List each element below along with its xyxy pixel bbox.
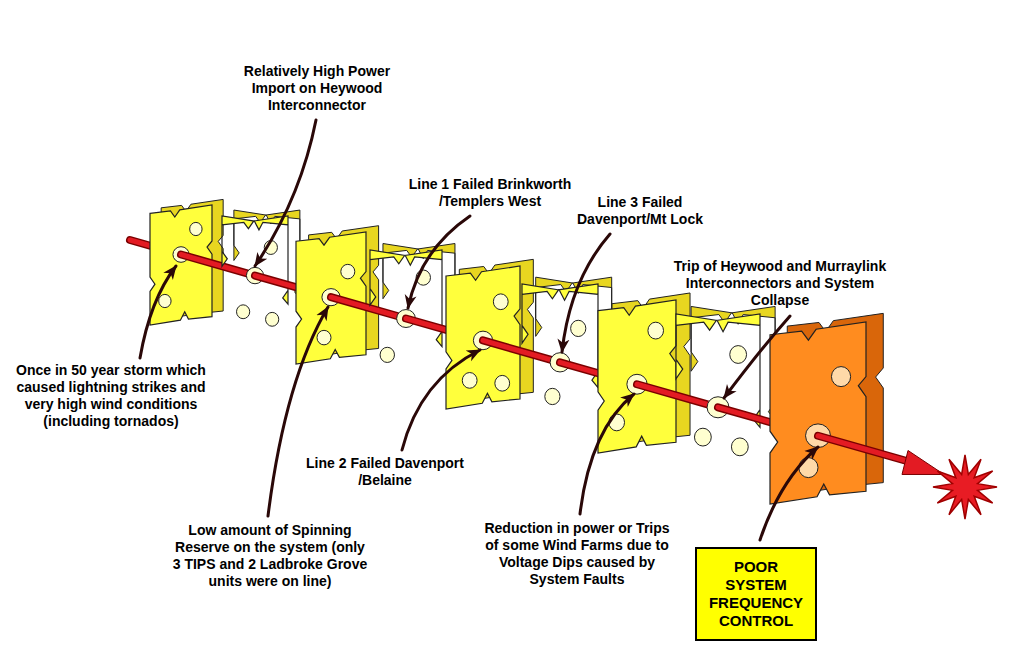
failure-rod <box>818 436 912 463</box>
failure-rod <box>637 384 718 407</box>
leader-arrow <box>562 234 610 352</box>
leader-arrow <box>140 266 176 358</box>
cheese-hole <box>545 388 560 404</box>
highlight-box: POOR SYSTEM FREQUENCY CONTROL <box>695 547 817 641</box>
leader-arrow <box>580 394 634 514</box>
failure-rod <box>331 297 406 318</box>
leader-arrow <box>268 307 328 516</box>
rod-edge <box>637 384 718 407</box>
cheese-slice <box>370 250 442 347</box>
rod-edge <box>331 297 406 318</box>
callout-label: Relatively High Power Import on Heywood … <box>227 63 407 114</box>
failure-rod <box>181 255 255 276</box>
leader-arrow <box>760 447 818 540</box>
callout-label: Once in 50 year storm which caused light… <box>5 362 217 430</box>
starburst <box>933 455 997 519</box>
cheese-hole <box>237 305 250 319</box>
cheese-slice <box>598 300 676 453</box>
cheese-hole <box>694 428 711 446</box>
leader-arrow <box>724 316 790 398</box>
callout-label: Low amount of Spinning Reserve on the sy… <box>170 522 370 590</box>
leader-arrows <box>140 120 818 540</box>
cheese-hole <box>571 320 586 336</box>
rod-edge <box>181 255 255 276</box>
leader-arrow <box>255 120 316 266</box>
cheese-hole <box>495 375 510 391</box>
cheese-hole <box>831 367 850 387</box>
box-text: POOR SYSTEM FREQUENCY CONTROL <box>706 558 806 630</box>
slice-side <box>691 306 775 419</box>
leader-arrow <box>402 350 480 450</box>
cheese-hole <box>380 347 394 362</box>
callout-label: Line 3 Failed Davenport/Mt Lock <box>555 194 725 228</box>
cheese-hole <box>266 312 279 326</box>
cheese-hole <box>731 438 748 456</box>
cheese-slice <box>150 205 212 325</box>
cheese-hole <box>190 222 202 235</box>
callout-label: Reduction in power or Trips of some Wind… <box>482 520 672 588</box>
cheese-hole <box>799 458 818 478</box>
cheese-hole <box>462 373 477 389</box>
callout-label: Line 2 Failed Davenport /Belaine <box>303 455 468 489</box>
callout-label: Trip of Heywood and Murraylink Interconn… <box>660 258 900 309</box>
cheese-slices <box>130 199 944 504</box>
cheese-hole <box>159 294 171 307</box>
leader-arrow <box>408 216 470 308</box>
cheese-hole <box>341 264 355 279</box>
cheese-hole <box>317 330 331 345</box>
failure-burst <box>933 455 997 519</box>
callout-label: Line 1 Failed Brinkworth /Templers West <box>395 176 585 210</box>
cheese-hole <box>493 294 508 310</box>
rod-edge <box>818 436 912 463</box>
cheese-hole <box>648 322 664 339</box>
final-barrier-slice <box>770 322 866 504</box>
cheese-hole <box>730 346 747 364</box>
